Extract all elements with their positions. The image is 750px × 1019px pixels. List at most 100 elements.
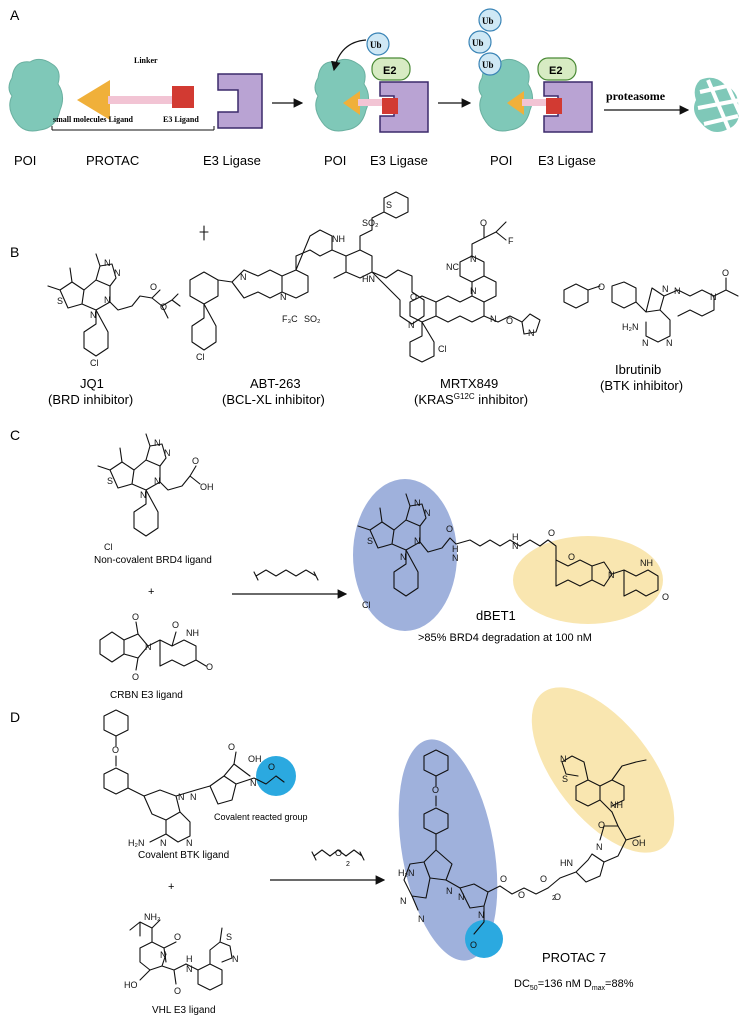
svg-text:N: N — [470, 286, 477, 296]
svg-text:O: O — [598, 282, 605, 292]
svg-text:N: N — [104, 295, 111, 305]
e3-ligase-label-2: E3 Ligase — [370, 153, 428, 168]
svg-text:O: O — [268, 762, 275, 772]
svg-text:NH: NH — [186, 628, 199, 638]
svg-text:N: N — [458, 892, 465, 902]
svg-text:O: O — [518, 890, 525, 900]
svg-text:N: N — [232, 954, 239, 964]
poi-shape-1 — [8, 58, 64, 132]
protac7-btk-region — [398, 739, 498, 961]
panel-a-letter: A — [10, 7, 20, 23]
svg-text:O: O — [192, 456, 199, 466]
ibrutinib-target: (BTK inhibitor) — [600, 378, 683, 393]
svg-text:Ub: Ub — [482, 16, 494, 26]
svg-text:S: S — [107, 476, 113, 486]
jq1-target: (BRD inhibitor) — [48, 392, 133, 407]
panel-a: A POI Linker small molecules Ligand E3 L… — [8, 7, 744, 168]
svg-text:O: O — [432, 785, 439, 795]
ternary-warhead-1 — [343, 91, 360, 115]
dbet1-structure: S N N N N H N O H N O O N NH O Cl — [357, 493, 669, 610]
svg-text:O: O — [506, 316, 513, 326]
svg-text:O: O — [335, 848, 342, 858]
svg-text:O: O — [554, 892, 561, 902]
svg-text:HN: HN — [362, 274, 375, 284]
d-linker-repeat: 2 — [346, 861, 350, 868]
poi-label-3: POI — [490, 153, 512, 168]
panel-b: B S N N N N O O Cl JQ1 (BRD inhibitor) — [10, 191, 739, 407]
svg-text:N: N — [470, 254, 477, 264]
svg-text:O: O — [446, 524, 453, 534]
protac7-linker-repeat: 2 — [552, 895, 556, 902]
jq1-name: JQ1 — [80, 376, 104, 391]
svg-text:N: N — [512, 541, 519, 551]
svg-text:O: O — [160, 302, 167, 312]
svg-text:S: S — [57, 296, 63, 306]
mrtx849-structure: O F NC N N N O N Cl — [409, 218, 541, 363]
ternary-warhead-2 — [507, 91, 524, 115]
svg-text:O: O — [480, 218, 487, 228]
svg-text:HN: HN — [560, 858, 573, 868]
protac-warhead — [77, 80, 110, 120]
ub-transfer-arrow — [331, 39, 367, 72]
svg-text:N: N — [164, 448, 171, 458]
svg-text:Ub: Ub — [482, 60, 494, 70]
svg-text:Cl: Cl — [438, 344, 447, 354]
ibrutinib-name: Ibrutinib — [615, 362, 661, 377]
svg-text:H: H — [186, 954, 193, 964]
panel-c: C S N N N N O OH Cl Non-covalent BRD4 li… — [10, 427, 669, 701]
svg-text:N: N — [662, 284, 669, 294]
svg-text:N: N — [160, 950, 167, 960]
e2-2 — [537, 57, 577, 81]
mrtx849-target: (KRASG12C inhibitor) — [414, 392, 528, 407]
svg-text:N: N — [400, 552, 407, 562]
svg-text:O: O — [540, 874, 547, 884]
svg-text:O: O — [172, 620, 179, 630]
svg-text:N: N — [560, 754, 567, 764]
e3-ligase-label-3: E3 Ligase — [538, 153, 596, 168]
svg-text:N: N — [710, 292, 717, 302]
svg-text:NH: NH — [332, 234, 345, 244]
svg-text:N: N — [178, 792, 185, 802]
dbet1-name: dBET1 — [476, 608, 516, 623]
svg-text:OH: OH — [200, 482, 214, 492]
ibrutinib-structure: O N N N O H₂N N N — [563, 268, 739, 348]
svg-text:O: O — [598, 820, 605, 830]
brd4-ligand-structure: S N N N N O OH Cl — [97, 433, 214, 552]
svg-text:N: N — [478, 910, 485, 920]
dbet1-crbn-region — [513, 536, 663, 624]
svg-text:N: N — [414, 498, 421, 508]
svg-text:N: N — [190, 792, 197, 802]
protac7-structure: O H₂N N N N N N O O O O 2 HN O N O OH NH… — [398, 749, 647, 950]
svg-text:O: O — [500, 874, 507, 884]
svg-text:NH₂: NH₂ — [144, 912, 161, 922]
e3-ligase-shape-3 — [543, 81, 593, 133]
svg-text:N: N — [154, 476, 161, 486]
svg-text:N: N — [145, 642, 152, 652]
crbn-ligand-label: CRBN E3 ligand — [110, 690, 183, 701]
e3-ligand-label: E3 Ligand — [163, 115, 199, 124]
svg-text:O: O — [112, 745, 119, 755]
svg-text:Cl: Cl — [104, 542, 113, 552]
svg-text:N: N — [140, 490, 147, 500]
svg-text:O: O — [150, 282, 157, 292]
crbn-ligand-structure: O O N O NH O — [99, 612, 213, 682]
svg-text:Cl: Cl — [196, 352, 205, 362]
proteasome-label: proteasome — [606, 89, 666, 103]
svg-text:N: N — [608, 570, 615, 580]
svg-text:H: H — [452, 544, 459, 554]
svg-text:Ub: Ub — [472, 38, 484, 48]
svg-text:N: N — [414, 536, 421, 546]
svg-text:S: S — [367, 536, 373, 546]
svg-text:Cl: Cl — [90, 358, 99, 368]
vhl-ligand-structure: NH₂ O N HO O H N S N — [124, 912, 239, 996]
svg-text:H₂N: H₂N — [128, 838, 145, 848]
svg-text:OH: OH — [632, 838, 646, 848]
svg-text:N: N — [596, 842, 603, 852]
poi-label-1: POI — [14, 153, 36, 168]
jq1-structure: S N N N N O O Cl — [47, 253, 181, 368]
dbet1-brd4-region — [353, 479, 457, 631]
protac7-activity: DC50=136 nM Dmax=88% — [514, 978, 634, 992]
svg-text:N: N — [666, 338, 673, 348]
svg-text:SO₂: SO₂ — [304, 314, 321, 324]
